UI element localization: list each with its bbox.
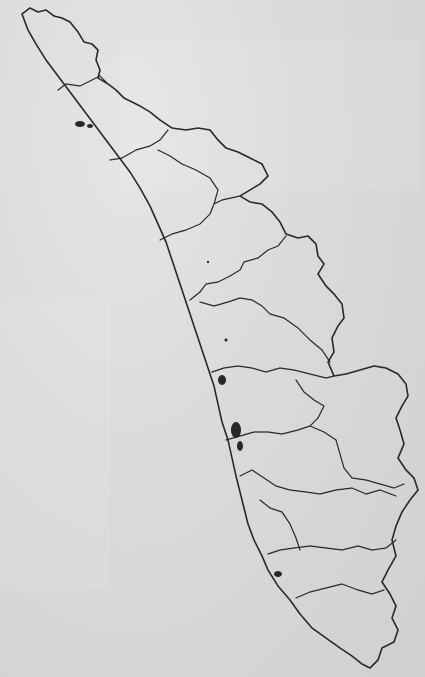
district-boundary xyxy=(199,297,331,363)
district-boundary xyxy=(211,365,335,379)
district-boundary xyxy=(225,425,337,441)
backwater-mark xyxy=(231,422,241,438)
paper-texture xyxy=(0,300,110,590)
district-boundary xyxy=(295,379,325,427)
district-boundary xyxy=(335,439,405,489)
lake-dot xyxy=(224,338,228,342)
district-boundary xyxy=(295,583,385,599)
paper-texture xyxy=(120,40,420,190)
backwater-mark xyxy=(218,375,226,385)
district-boundary xyxy=(159,203,215,241)
district-boundary xyxy=(239,469,397,497)
district-boundary xyxy=(267,539,397,555)
district-boundary xyxy=(57,75,109,91)
district-boundary xyxy=(109,129,169,161)
backwater-mark xyxy=(75,121,85,127)
backwater-mark xyxy=(237,441,243,451)
district-boundary xyxy=(157,149,241,205)
backwater-mark xyxy=(274,571,282,577)
district-boundary xyxy=(189,235,287,301)
backwater-mark xyxy=(87,124,93,128)
lake-dot xyxy=(206,260,210,264)
state-outline xyxy=(21,7,419,669)
district-boundary xyxy=(259,499,301,551)
